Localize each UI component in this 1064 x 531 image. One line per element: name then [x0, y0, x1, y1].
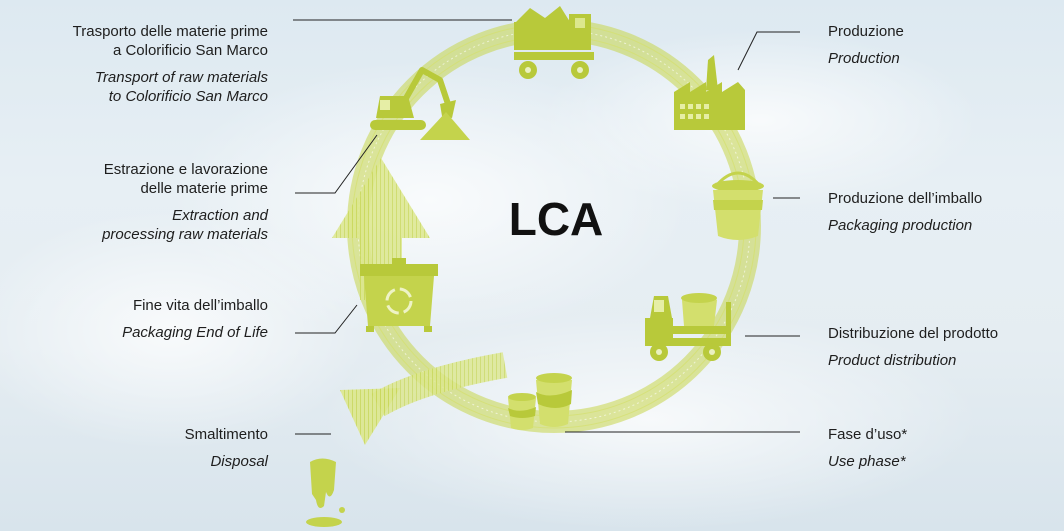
label-end-of-life-en: Packaging End of Life: [122, 324, 268, 341]
label-packaging-production-it: Produzione dell’imballo: [828, 190, 983, 207]
label-extraction-en: Extraction and processing raw materials: [102, 207, 268, 243]
return-arrow: [332, 158, 430, 300]
label-end-of-life-it: Fine vita dell’imballo: [132, 297, 268, 314]
factory-icon: [674, 55, 745, 130]
label-raw-material-transport: Trasporto delle materie prime a Colorifi…: [18, 22, 268, 106]
label-distribution: Distribuzione del prodotto Product distr…: [828, 324, 1058, 370]
label-extraction: Estrazione e lavorazione delle materie p…: [18, 160, 268, 244]
paint-bucket-icon: [712, 171, 764, 240]
label-disposal-it: Smaltimento: [184, 426, 268, 443]
leader-lines: [293, 19, 800, 435]
label-production-en: Production: [828, 50, 900, 67]
label-distribution-it: Distribuzione del prodotto: [828, 325, 999, 342]
label-packaging-production: Produzione dell’imballo Packaging produc…: [828, 189, 1058, 235]
label-disposal-en: Disposal: [210, 453, 268, 470]
label-distribution-en: Product distribution: [828, 352, 957, 369]
recycling-bin-icon: [360, 258, 438, 332]
label-raw-material-transport-en: Transport of raw materials to Colorifici…: [94, 69, 268, 105]
forklift-icon: [645, 293, 731, 361]
paint-spill-icon: [306, 458, 345, 527]
label-production-it: Produzione: [828, 23, 904, 40]
lca-title: LCA: [508, 193, 604, 245]
label-production: Produzione Production: [828, 22, 1058, 68]
label-use-phase-it: Fase d’uso*: [828, 426, 908, 443]
label-end-of-life: Fine vita dell’imballo Packaging End of …: [18, 296, 268, 342]
label-raw-material-transport-it: Trasporto delle materie prime a Colorifi…: [72, 23, 268, 59]
label-use-phase-en: Use phase*: [828, 453, 906, 470]
label-packaging-production-en: Packaging production: [828, 217, 973, 234]
truck-icon: [514, 6, 594, 79]
paint-cans-icon: [508, 373, 572, 430]
excavator-icon: [370, 67, 470, 140]
label-disposal: Smaltimento Disposal: [18, 425, 268, 471]
label-use-phase: Fase d’uso* Use phase*: [828, 425, 1058, 471]
label-extraction-it: Estrazione e lavorazione delle materie p…: [103, 161, 268, 197]
disposal-arrow: [340, 352, 508, 445]
